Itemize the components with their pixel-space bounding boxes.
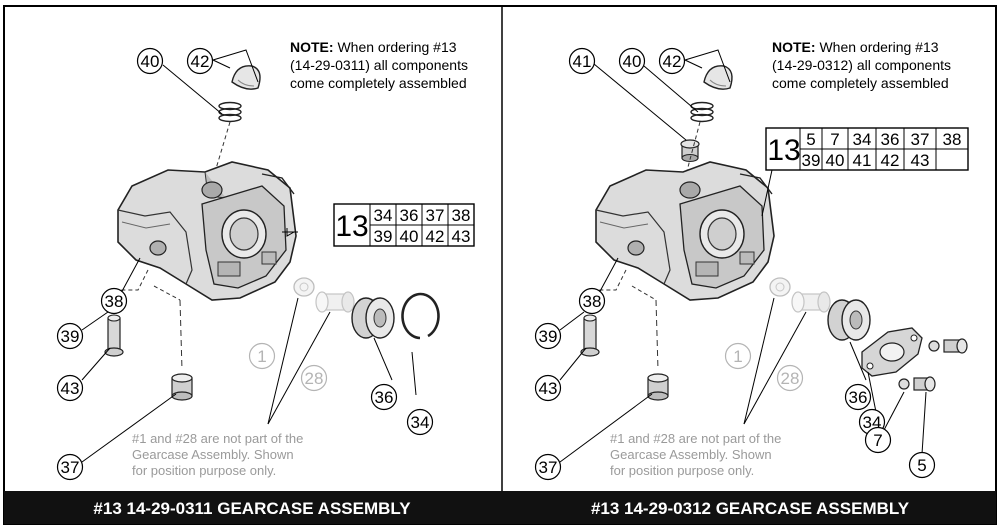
left-ref-cell: 39 <box>374 227 393 246</box>
right-ref-cell: 36 <box>881 130 900 149</box>
right-footnote-line-2: Gearcase Assembly. Shown <box>610 447 772 462</box>
retainer-plate-part <box>861 327 923 377</box>
right-ref-cell: 40 <box>826 151 845 170</box>
left-footnote-line-3: for position purpose only. <box>132 463 276 478</box>
left-panel: NOTE: When ordering #13 (14-29-0311) all… <box>56 39 475 481</box>
left-ref-cell: 42 <box>426 227 445 246</box>
left-ref-cell: 43 <box>452 227 471 246</box>
nut-part-reference <box>769 277 791 297</box>
callout-label: 1 <box>733 347 742 366</box>
left-ref-cell: 34 <box>374 206 393 225</box>
callout-label: 37 <box>539 458 558 477</box>
callout-label: 43 <box>61 379 80 398</box>
left-footnote-line-2: Gearcase Assembly. Shown <box>132 447 294 462</box>
left-ref-cell: 38 <box>452 206 471 225</box>
spring-part <box>690 101 714 123</box>
cap-part <box>703 65 733 90</box>
left-title-bar <box>4 491 502 524</box>
callout-label: 28 <box>781 369 800 388</box>
left-ref-cell: 37 <box>426 206 445 225</box>
left-note-line-3: come completely assembled <box>290 75 467 91</box>
callout-label: 7 <box>873 431 882 450</box>
bushing-part <box>171 373 193 401</box>
right-ref-cell: 34 <box>853 130 872 149</box>
callout-label: 42 <box>191 52 210 71</box>
spacer-part-reference <box>791 291 831 313</box>
left-leader-lines <box>81 49 417 463</box>
right-footnote-line-1: #1 and #28 are not part of the <box>610 431 781 446</box>
callout-label: 39 <box>539 327 558 346</box>
bushing-part <box>647 373 669 401</box>
right-note-line-1: NOTE: When ordering #13 <box>772 39 939 55</box>
spacer-part-reference <box>315 291 355 313</box>
cap-part <box>231 65 261 90</box>
left-note-label: NOTE: <box>290 39 334 55</box>
right-note-text-1: When ordering #13 <box>816 39 939 55</box>
callout-label: 36 <box>375 388 394 407</box>
callout-label: 40 <box>141 52 160 71</box>
right-note-line-3: come completely assembled <box>772 75 949 91</box>
left-footnote-line-1: #1 and #28 are not part of the <box>132 431 303 446</box>
right-ref-box: 13 5 7 34 36 37 38 39 40 41 42 43 <box>765 127 969 171</box>
callout-label: 37 <box>61 458 80 477</box>
left-note-text-1: When ordering #13 <box>334 39 457 55</box>
callout-label: 41 <box>573 52 592 71</box>
right-leader-lines <box>559 49 927 463</box>
screw-part <box>898 376 936 392</box>
left-note-line-1: NOTE: When ordering #13 <box>290 39 457 55</box>
right-callouts: 41 40 42 38 39 43 37 1 28 36 34 7 5 <box>534 47 936 481</box>
left-ref-number: 13 <box>335 210 368 243</box>
left-note-line-2: (14-29-0311) all components <box>290 57 468 73</box>
left-ref-box: 13 34 36 37 38 39 40 42 43 <box>333 203 475 247</box>
right-panel-title: #13 14-29-0312 GEARCASE ASSEMBLY <box>591 499 910 518</box>
right-footnote-line-3: for position purpose only. <box>610 463 754 478</box>
callout-label: 36 <box>849 388 868 407</box>
left-callouts: 40 42 38 39 43 37 1 28 36 34 <box>56 47 434 481</box>
right-ref-cell: 7 <box>830 130 839 149</box>
callout-label: 34 <box>411 413 430 432</box>
right-ref-cell: 41 <box>853 151 872 170</box>
right-panel: NOTE: When ordering #13 (14-29-0312) all… <box>534 39 969 481</box>
spring-part <box>218 101 242 123</box>
gearcase-body <box>595 161 775 301</box>
right-ref-cell: 42 <box>881 151 900 170</box>
right-ref-number: 13 <box>767 134 800 167</box>
pin-part <box>580 314 600 357</box>
bearing-part <box>351 297 395 339</box>
nut-part-reference <box>293 277 315 297</box>
right-note-label: NOTE: <box>772 39 816 55</box>
plug-part <box>680 139 700 163</box>
gearcase-body <box>117 161 297 301</box>
right-ref-cell: 37 <box>911 130 930 149</box>
snap-ring-part <box>401 292 440 340</box>
pin-part <box>104 314 124 357</box>
callout-label: 28 <box>305 369 324 388</box>
left-panel-title: #13 14-29-0311 GEARCASE ASSEMBLY <box>93 499 411 518</box>
callout-label: 38 <box>105 292 124 311</box>
callout-label: 39 <box>61 327 80 346</box>
screw-part <box>928 338 968 354</box>
right-ref-cell: 38 <box>943 130 962 149</box>
right-ref-cell: 43 <box>911 151 930 170</box>
bearing-part <box>827 299 871 341</box>
right-ref-cell: 39 <box>802 151 821 170</box>
callout-label: 38 <box>583 292 602 311</box>
callout-label: 43 <box>539 379 558 398</box>
left-ref-cell: 36 <box>400 206 419 225</box>
left-ref-cell: 40 <box>400 227 419 246</box>
callout-label: 5 <box>917 456 926 475</box>
callout-label: 42 <box>663 52 682 71</box>
callout-label: 40 <box>623 52 642 71</box>
right-title-bar <box>502 491 996 524</box>
right-note-line-2: (14-29-0312) all components <box>772 57 951 73</box>
callout-label: 1 <box>257 347 266 366</box>
right-ref-cell: 5 <box>806 130 815 149</box>
